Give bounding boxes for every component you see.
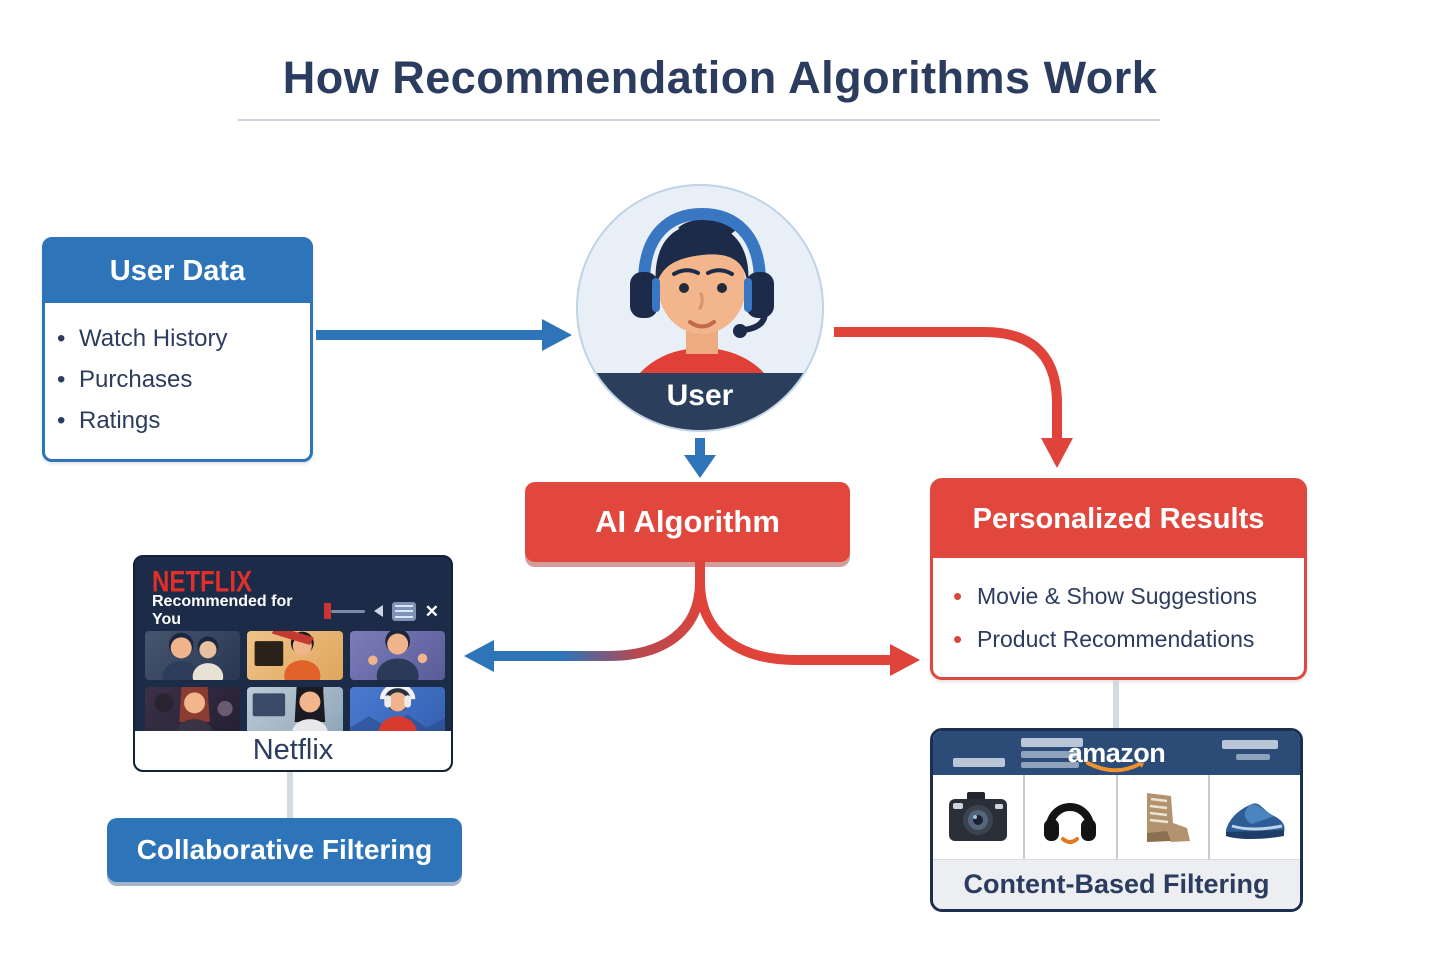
nav-bar-placeholder — [953, 758, 1005, 767]
amazon-smile-icon — [1085, 760, 1144, 772]
netflix-card: NETFLIX Recommended for You ✕ — [133, 555, 453, 772]
amazon-logo: amazon — [1068, 738, 1166, 772]
connector-netflix-collaborative — [287, 772, 293, 818]
amazon-header: amazon — [933, 731, 1300, 775]
product-boot — [1115, 775, 1208, 859]
arrow-userdata-to-user — [316, 319, 572, 351]
arrow-ai-to-netflix — [464, 560, 705, 672]
menu-icon — [391, 601, 416, 621]
personalized-results-box: Personalized Results Movie & Show Sugges… — [930, 478, 1307, 680]
user-avatar: User — [576, 184, 824, 432]
user-data-item-ratings: Ratings — [57, 400, 300, 441]
collaborative-filtering-label: Collaborative Filtering — [136, 834, 433, 865]
camera-icon — [949, 792, 1008, 841]
ai-algorithm-box: AI Algorithm — [525, 482, 850, 562]
product-camera — [933, 775, 1023, 859]
user-data-item-purchases: Purchases — [57, 359, 300, 400]
netflix-thumbnail — [349, 631, 445, 680]
netflix-thumbnail — [247, 631, 343, 680]
netflix-caption: Netflix — [252, 734, 334, 766]
netflix-thumbnail-grid — [145, 631, 445, 735]
arrow-user-to-ai — [684, 438, 716, 478]
user-data-box: User Data Watch History Purchases Rating… — [42, 237, 313, 462]
amazon-caption-strip: Content-Based Filtering — [933, 859, 1300, 909]
arrow-ai-to-results — [695, 581, 920, 676]
title-underline — [238, 119, 1160, 121]
netflix-thumbnail — [145, 686, 241, 735]
user-label: User — [666, 379, 734, 412]
window-controls: ✕ — [330, 601, 439, 621]
netflix-thumbnail — [247, 686, 343, 735]
sneaker-icon — [1225, 803, 1285, 839]
connector-results-amazon — [1113, 680, 1119, 728]
user-data-item-watch-history: Watch History — [57, 318, 300, 359]
minimize-icon — [330, 609, 365, 613]
user-data-box-title: User Data — [44, 239, 311, 303]
personalized-results-list: Movie & Show Suggestions Product Recomme… — [933, 557, 1304, 661]
product-sneaker — [1207, 775, 1300, 859]
results-item-movie-show: Movie & Show Suggestions — [953, 575, 1296, 618]
ai-algorithm-label: AI Algorithm — [595, 504, 780, 539]
netflix-thumbnail — [145, 631, 241, 680]
amazon-card: amazon — [930, 728, 1303, 912]
boot-icon — [1146, 793, 1190, 842]
nav-bar-placeholder — [1021, 762, 1079, 768]
amazon-product-row — [933, 775, 1300, 859]
personalized-results-title: Personalized Results — [932, 480, 1305, 558]
product-headphones — [1023, 775, 1115, 859]
text-cursor — [323, 603, 331, 619]
recommended-for-you-label: Recommended for You — [152, 593, 293, 628]
arrow-user-to-results — [834, 327, 1073, 468]
nav-bar-placeholder — [1222, 740, 1278, 749]
user-data-list: Watch History Purchases Ratings — [45, 302, 310, 441]
results-item-product: Product Recommendations — [953, 618, 1296, 661]
amazon-caption: Content-Based Filtering — [963, 869, 1270, 899]
nav-bar-placeholder — [1236, 754, 1270, 760]
netflix-header-row: Recommended for You ✕ — [135, 593, 451, 628]
netflix-logo: NETFLIX — [152, 565, 252, 599]
triangle-left-icon — [373, 605, 383, 617]
headphones-icon — [1044, 803, 1097, 844]
user-label-banner: User — [578, 373, 822, 430]
nav-bar-placeholder — [1021, 751, 1079, 758]
nav-bar-placeholder — [1021, 738, 1083, 747]
netflix-caption-strip: Netflix — [135, 731, 451, 770]
collaborative-filtering-box: Collaborative Filtering — [107, 818, 462, 882]
netflix-thumbnail — [349, 686, 445, 735]
page-title: How Recommendation Algorithms Work — [282, 52, 1158, 103]
close-icon: ✕ — [424, 601, 439, 621]
